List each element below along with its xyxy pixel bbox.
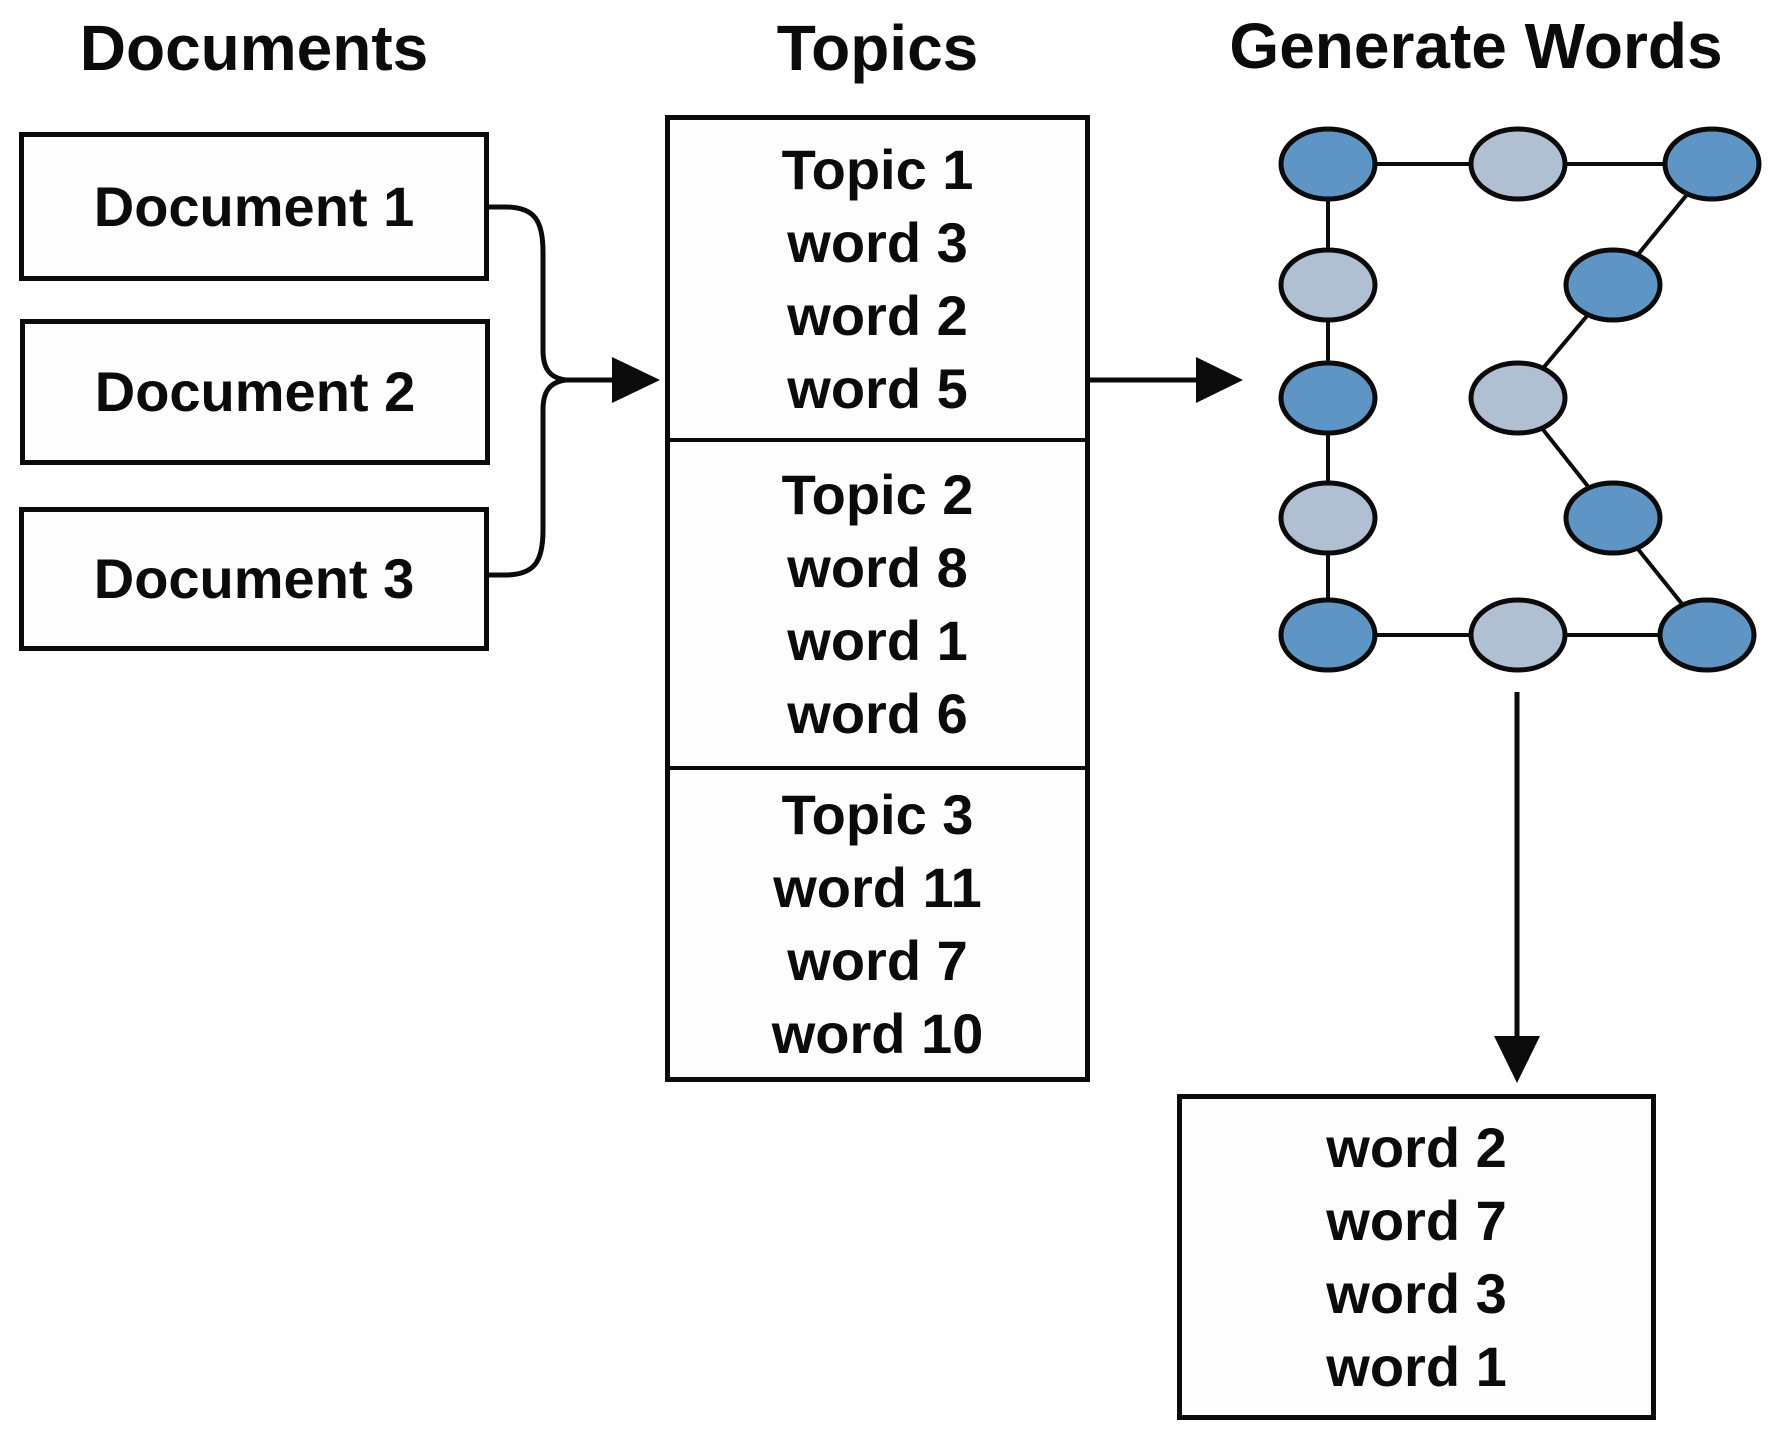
generate-words-column-title: Generate Words [1229,10,1723,82]
generated-words-box: word 2 word 7 word 3 word 1 [1177,1094,1656,1420]
documents-brace [489,204,567,578]
topic-2-name: Topic 2 [781,463,974,526]
graph-node-dark [1563,480,1663,556]
topic-2-word-2: word 1 [787,609,968,672]
graph-node-light [1468,360,1568,436]
topic-1-word-1: word 3 [787,211,968,274]
topics-box: Topic 1 word 3 word 2 word 5 Topic 2 wor… [665,115,1090,1082]
topic-1-word-3: word 5 [787,357,968,420]
arrow-graph-to-words-head [1494,1036,1540,1083]
graph-node-light [1468,597,1568,673]
topic-section-2: Topic 2 word 8 word 1 word 6 [670,442,1085,770]
graph-nodes [1278,126,1762,673]
graph-node-light [1278,480,1378,556]
topic-2-word-3: word 6 [787,682,968,745]
topic-1-name: Topic 1 [781,138,974,201]
graph-node-dark [1278,126,1378,202]
topic-3-word-1: word 11 [773,855,982,919]
generated-word-3: word 3 [1326,1262,1507,1325]
document-box-2-label: Document 2 [94,360,416,423]
topic-section-3: Topic 3 word 11 word 7 word 10 [670,770,1085,1077]
graph-node-dark [1657,597,1757,673]
topic-3-name: Topic 3 [781,782,974,846]
document-box-1-label: Document 1 [93,174,415,238]
document-box-3: Document 3 [19,507,489,651]
generated-word-1: word 2 [1326,1116,1507,1179]
topic-3-word-3: word 10 [771,1001,984,1065]
graph-node-dark [1563,247,1663,323]
topics-column-title: Topics [776,12,979,84]
generated-word-2: word 7 [1326,1189,1507,1252]
document-box-2: Document 2 [20,319,490,465]
topic-section-1: Topic 1 word 3 word 2 word 5 [670,120,1085,442]
topic-3-word-2: word 7 [787,928,968,992]
graph-node-dark [1278,360,1378,436]
topic-1-word-2: word 2 [787,284,968,347]
documents-column-title: Documents [79,12,429,84]
document-box-1: Document 1 [19,132,489,281]
topic-2-word-1: word 8 [787,536,968,599]
document-box-3-label: Document 3 [93,547,415,610]
generated-word-4: word 1 [1326,1335,1507,1398]
graph-node-dark [1662,126,1762,202]
graph-node-light [1468,126,1568,202]
arrow-topics-to-graph-head [1196,357,1243,403]
graph-node-dark [1278,597,1378,673]
graph-node-light [1278,247,1378,323]
arrow-docs-to-topics-head [612,357,660,403]
